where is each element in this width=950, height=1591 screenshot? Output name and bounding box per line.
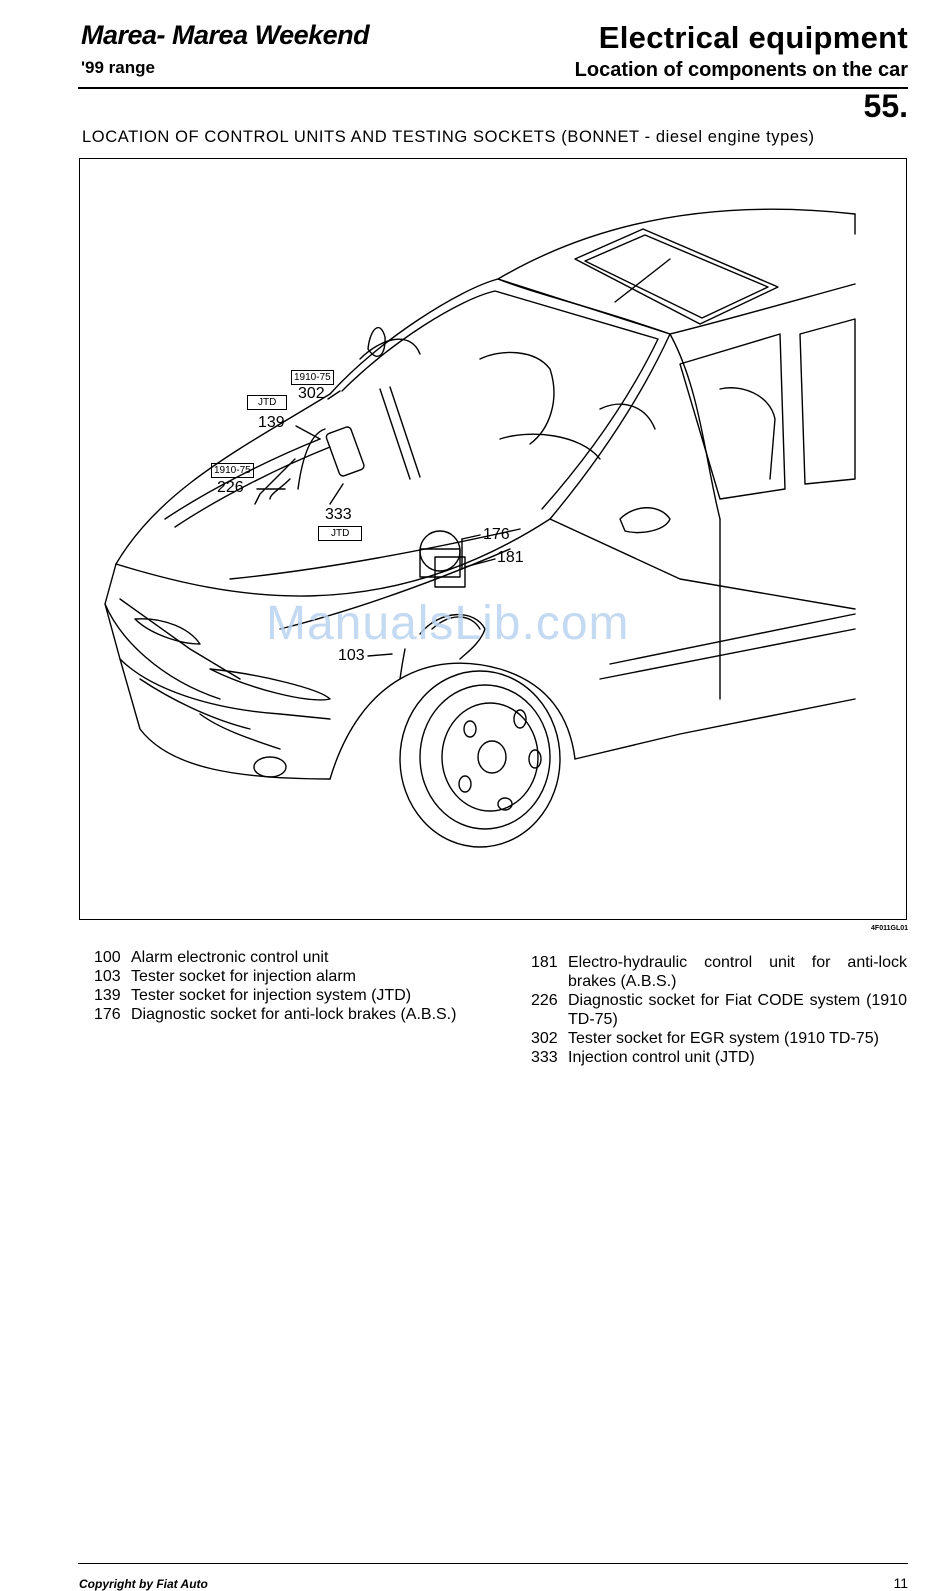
model-range: '99 range (81, 58, 155, 77)
section-number: 55. (863, 88, 908, 124)
callout-302: 302 (298, 385, 325, 402)
tag-1910-75-a: 1910-75 (291, 370, 334, 385)
footer-rule (78, 1563, 908, 1564)
manual-title: Marea- Marea Weekend (81, 20, 370, 50)
callout-181: 181 (497, 549, 524, 566)
tag-1910-75-b: 1910-75 (211, 463, 254, 478)
callout-333: 333 (325, 506, 352, 523)
chapter-title: Electrical equipment (598, 20, 908, 55)
tag-jtd-b: JTD (318, 526, 363, 541)
callout-226: 226 (217, 479, 244, 496)
section-heading-main: LOCATION OF CONTROL UNITS AND TESTING SO… (82, 128, 557, 146)
callout-176: 176 (483, 526, 510, 543)
car-line-drawing (104, 208, 856, 848)
section-heading-detail: (BONNET - diesel engine types) (556, 128, 815, 146)
figure-code: 4F011GL01 (871, 925, 908, 932)
copyright: Copyright by Fiat Auto (79, 1577, 208, 1591)
figure-frame: 1910-75 302 JTD 139 1910-75 226 333 JTD … (79, 158, 907, 920)
section-heading: LOCATION OF CONTROL UNITS AND TESTING SO… (82, 128, 815, 147)
chapter-subtitle: Location of components on the car (574, 59, 908, 81)
page-number: 11 (893, 1575, 908, 1591)
header-rule (78, 87, 908, 89)
callout-103: 103 (338, 647, 365, 664)
watermark: ManualsLib.com (266, 597, 630, 650)
callout-139: 139 (258, 414, 285, 431)
tag-jtd-a: JTD (247, 395, 288, 410)
